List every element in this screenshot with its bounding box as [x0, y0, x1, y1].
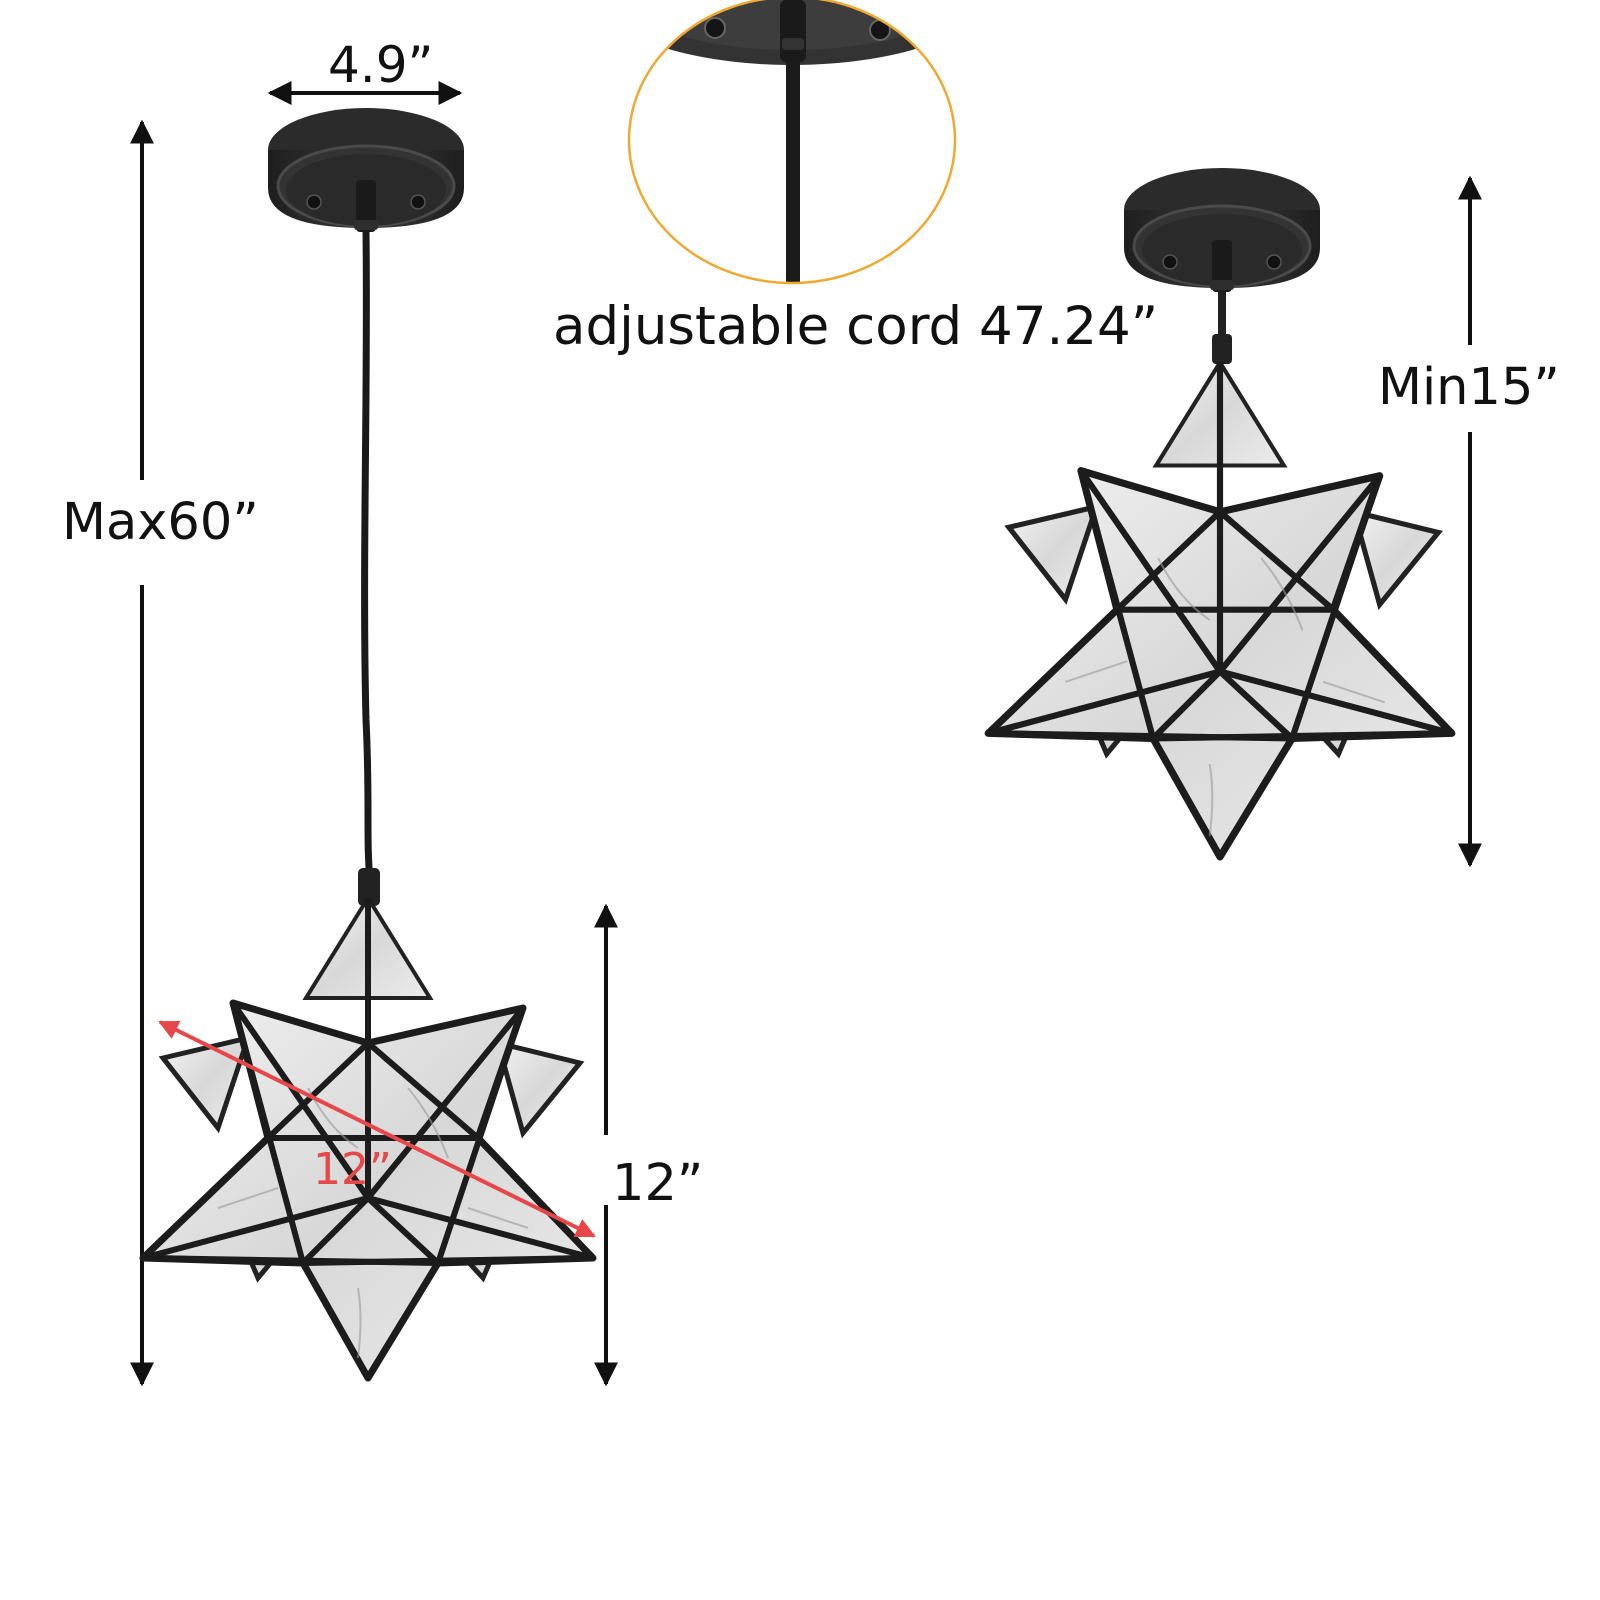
shade-diagonal-label: 12”: [313, 1144, 392, 1195]
min-height-label: Min15”: [1378, 358, 1560, 417]
left-star-shade: [143, 898, 593, 1378]
canopy-width-label: 4.9”: [328, 36, 434, 94]
shade-diagonal-arrow: [158, 1020, 596, 1238]
right-cord: [1212, 290, 1232, 364]
shade-height-label: 12”: [612, 1154, 704, 1213]
right-canopy: [1122, 166, 1322, 294]
cord-detail-callout: [627, 0, 957, 285]
cord-length-label: adjustable cord 47.24”: [553, 296, 1159, 357]
left-canopy: [266, 106, 466, 234]
cord: [358, 231, 380, 906]
right-star-shade: [988, 363, 1452, 857]
max-height-label: Max60”: [62, 493, 259, 552]
